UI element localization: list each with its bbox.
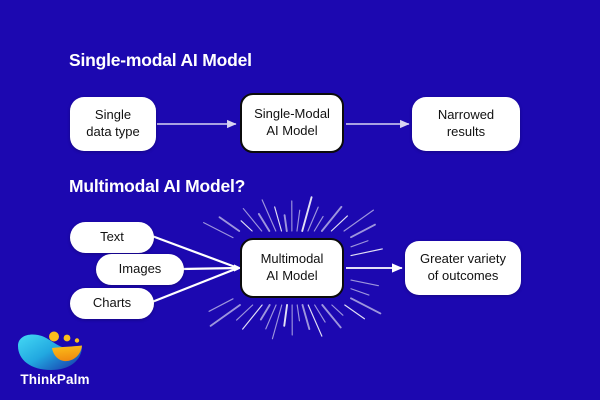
starburst-ray <box>350 248 383 257</box>
node-greater-variety-line1: Greater variety <box>420 251 506 267</box>
starburst-ray <box>320 205 343 232</box>
node-single-data-type[interactable]: Single data type <box>70 97 156 151</box>
thinkpalm-logo: ThinkPalm <box>8 330 102 394</box>
starburst-ray <box>296 209 301 232</box>
starburst-ray <box>350 240 369 248</box>
starburst-ray <box>350 297 382 315</box>
starburst-ray <box>350 279 380 287</box>
starburst-ray <box>265 304 277 330</box>
node-input-text-label: Text <box>100 229 124 245</box>
node-narrowed-results-line2: results <box>446 124 486 139</box>
logo-dot-small <box>74 338 80 343</box>
starburst-ray <box>321 304 342 329</box>
starburst-ray <box>313 215 324 232</box>
node-single-modal-ai-model[interactable]: Single-Modal AI Model <box>240 93 344 153</box>
starburst-ray <box>274 206 283 232</box>
thinkpalm-logo-icon <box>18 331 82 370</box>
starburst-ray <box>350 223 376 239</box>
starburst-ray <box>209 304 241 327</box>
node-input-charts[interactable]: Charts <box>70 288 154 319</box>
node-multimodal-ai-model-line1: Multimodal <box>260 251 324 267</box>
starburst-ray <box>307 304 323 337</box>
starburst-ray <box>257 212 271 232</box>
starburst-ray <box>296 304 301 322</box>
starburst-ray <box>344 304 366 320</box>
starburst-ray <box>301 304 311 330</box>
starburst-ray <box>283 304 288 327</box>
starburst-ray <box>301 196 313 232</box>
node-input-text[interactable]: Text <box>70 222 154 253</box>
node-input-images-label: Images <box>118 261 162 277</box>
node-input-charts-label: Charts <box>92 295 132 311</box>
starburst-ray <box>350 288 370 296</box>
node-narrowed-results[interactable]: Narrowed results <box>412 97 520 151</box>
starburst-ray <box>261 199 277 232</box>
starburst-ray <box>307 206 319 232</box>
starburst-ray <box>242 304 263 330</box>
starburst-ray <box>203 222 234 239</box>
starburst-ray <box>240 220 253 232</box>
starburst-ray <box>331 304 344 316</box>
starburst-ray <box>242 207 263 232</box>
heading-multimodal: Multimodal AI Model? <box>69 176 246 196</box>
starburst-ray <box>283 214 288 232</box>
line-images-to-multimodal <box>180 266 240 271</box>
logo-dot-large <box>49 331 59 342</box>
starburst-ray <box>236 304 254 321</box>
node-multimodal-ai-model[interactable]: Multimodal AI Model <box>240 238 344 298</box>
logo-wave-shape <box>18 334 82 370</box>
starburst-ray <box>208 298 234 312</box>
node-single-modal-ai-model-line1: Single-Modal <box>254 106 330 122</box>
starburst-ray <box>330 215 348 232</box>
logo-dot-medium <box>63 334 71 342</box>
logo-bowl-shape <box>52 345 82 362</box>
node-multimodal-ai-model-line2: AI Model <box>266 268 318 283</box>
starburst-ray <box>343 209 374 232</box>
node-greater-variety-line2: of outcomes <box>427 268 499 283</box>
heading-single-modal: Single-modal AI Model <box>69 50 252 70</box>
node-greater-variety-of-outcomes[interactable]: Greater variety of outcomes <box>405 241 521 295</box>
node-single-data-type-line1: Single <box>94 107 132 123</box>
node-input-images[interactable]: Images <box>96 254 184 285</box>
starburst-ray <box>314 304 326 323</box>
starburst-ray <box>259 304 271 321</box>
node-single-modal-ai-model-line2: AI Model <box>266 123 318 138</box>
starburst-ray <box>218 216 241 232</box>
thinkpalm-logo-text: ThinkPalm <box>20 372 90 387</box>
node-narrowed-results-line1: Narrowed <box>437 107 495 123</box>
node-single-data-type-line2: data type <box>86 124 140 139</box>
starburst-ray <box>271 304 283 340</box>
